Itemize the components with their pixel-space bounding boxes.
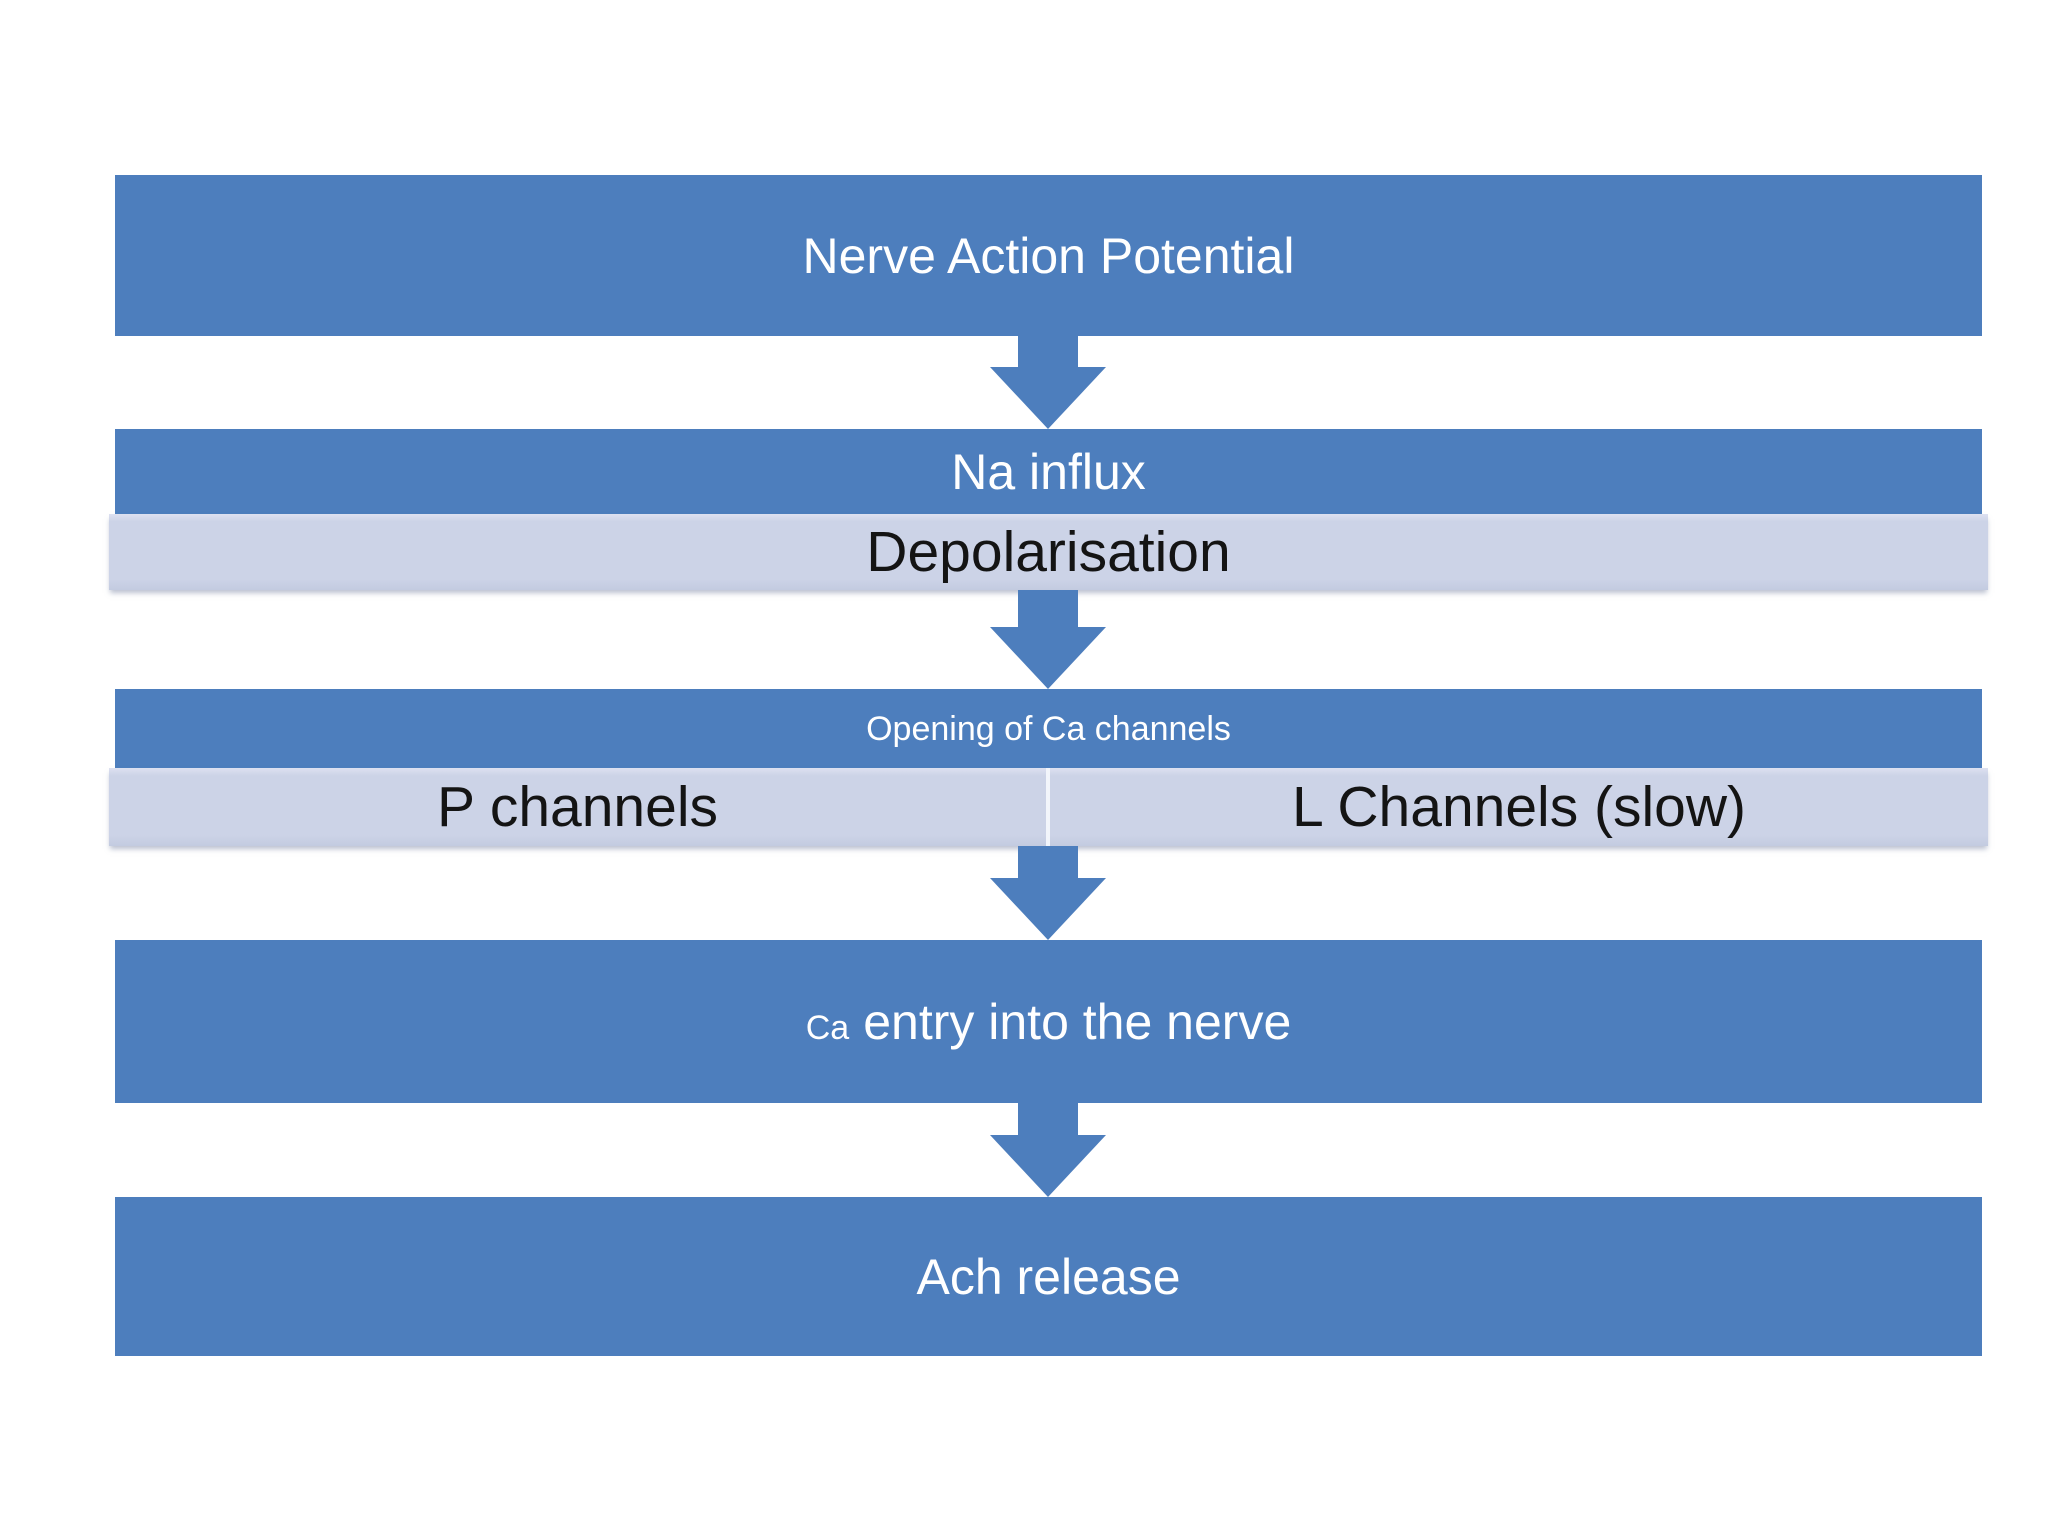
step-nerve-action-potential-label: Nerve Action Potential: [802, 227, 1295, 284]
cell-divider: [1046, 768, 1050, 846]
cell-l-channels-slow: L Channels (slow): [1050, 768, 1988, 846]
arrow-shaft: [1018, 846, 1078, 878]
step-nerve-action-potential: Nerve Action Potential: [115, 175, 1982, 336]
arrow-head: [990, 878, 1106, 940]
down-arrow-icon: [990, 1103, 1106, 1197]
down-arrow-icon: [990, 590, 1106, 689]
cell-p-channels-label: P channels: [437, 774, 718, 839]
arrow-head: [990, 1135, 1106, 1197]
arrow-head: [990, 367, 1106, 429]
cell-l-channels-slow-label: L Channels (slow): [1291, 774, 1747, 839]
step-na-influx-label: Na influx: [951, 443, 1146, 500]
arrow-shaft: [1018, 1103, 1078, 1135]
ca-prefix: Ca: [805, 1008, 850, 1047]
step-na-influx: Na influx: [115, 429, 1982, 514]
step-opening-ca-channels-label: Opening of Ca channels: [866, 709, 1231, 748]
channel-types-row: P channels L Channels (slow): [109, 768, 1988, 846]
down-arrow-icon: [990, 846, 1106, 940]
arrow-head: [990, 627, 1106, 689]
step-ach-release: Ach release: [115, 1197, 1982, 1356]
arrow-shaft: [1018, 590, 1078, 627]
step-ca-entry-into-nerve: Ca entry into the nerve: [115, 940, 1982, 1103]
step-ca-entry-into-nerve-label: Ca entry into the nerve: [806, 997, 1292, 1047]
cell-p-channels: P channels: [109, 768, 1046, 846]
step-opening-ca-channels: Opening of Ca channels: [115, 689, 1982, 768]
ca-entry-text: entry into the nerve: [863, 993, 1292, 1050]
step-ach-release-label: Ach release: [916, 1248, 1181, 1305]
arrow-shaft: [1018, 336, 1078, 367]
down-arrow-icon: [990, 336, 1106, 429]
step-depolarisation-label: Depolarisation: [866, 519, 1231, 584]
step-depolarisation: Depolarisation: [109, 514, 1988, 590]
